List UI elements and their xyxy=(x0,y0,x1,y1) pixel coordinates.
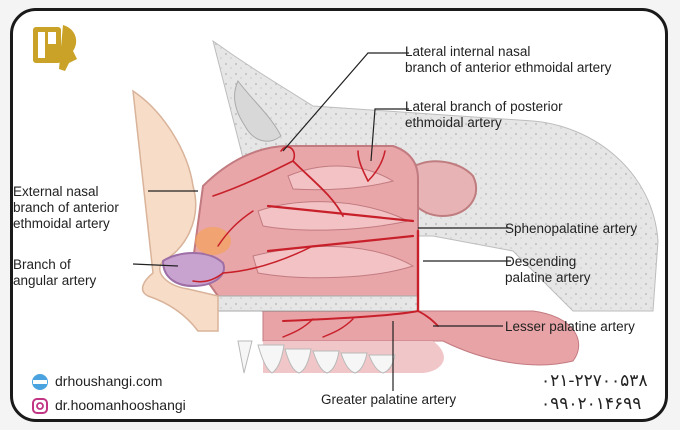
hard-palate xyxy=(217,295,419,312)
soft-palate xyxy=(262,310,580,366)
alar-cartilage xyxy=(161,252,225,288)
website-link[interactable]: drhoushangi.com xyxy=(55,373,163,389)
label-greater-palatine-artery: Greater palatine artery xyxy=(321,392,457,407)
teeth xyxy=(237,340,396,374)
instagram-handle[interactable]: dr.hoomanhooshangi xyxy=(55,397,186,413)
label-lesser-palatine-artery: Lesser palatine artery xyxy=(505,319,635,334)
external-nose xyxy=(132,89,219,332)
phone-number-mobile: ۰۹۹۰۲۰۱۴۶۹۹ xyxy=(541,394,642,414)
website-icon xyxy=(32,374,48,390)
artery-network xyxy=(192,146,439,338)
clinic-logo xyxy=(33,25,77,71)
nasal-septal-cartilage xyxy=(195,227,231,255)
label-sphenopalatine-artery: Sphenopalatine artery xyxy=(505,221,638,236)
phone-number-landline: ۰۲۱-۲۲۷۰۰۵۳۸ xyxy=(541,371,648,391)
superior-turbinate xyxy=(287,165,395,191)
instagram-icon xyxy=(32,398,48,414)
nasal-anatomy-illustration xyxy=(32,25,659,414)
frontal-sinus xyxy=(234,80,282,142)
leader-lines xyxy=(132,52,511,391)
